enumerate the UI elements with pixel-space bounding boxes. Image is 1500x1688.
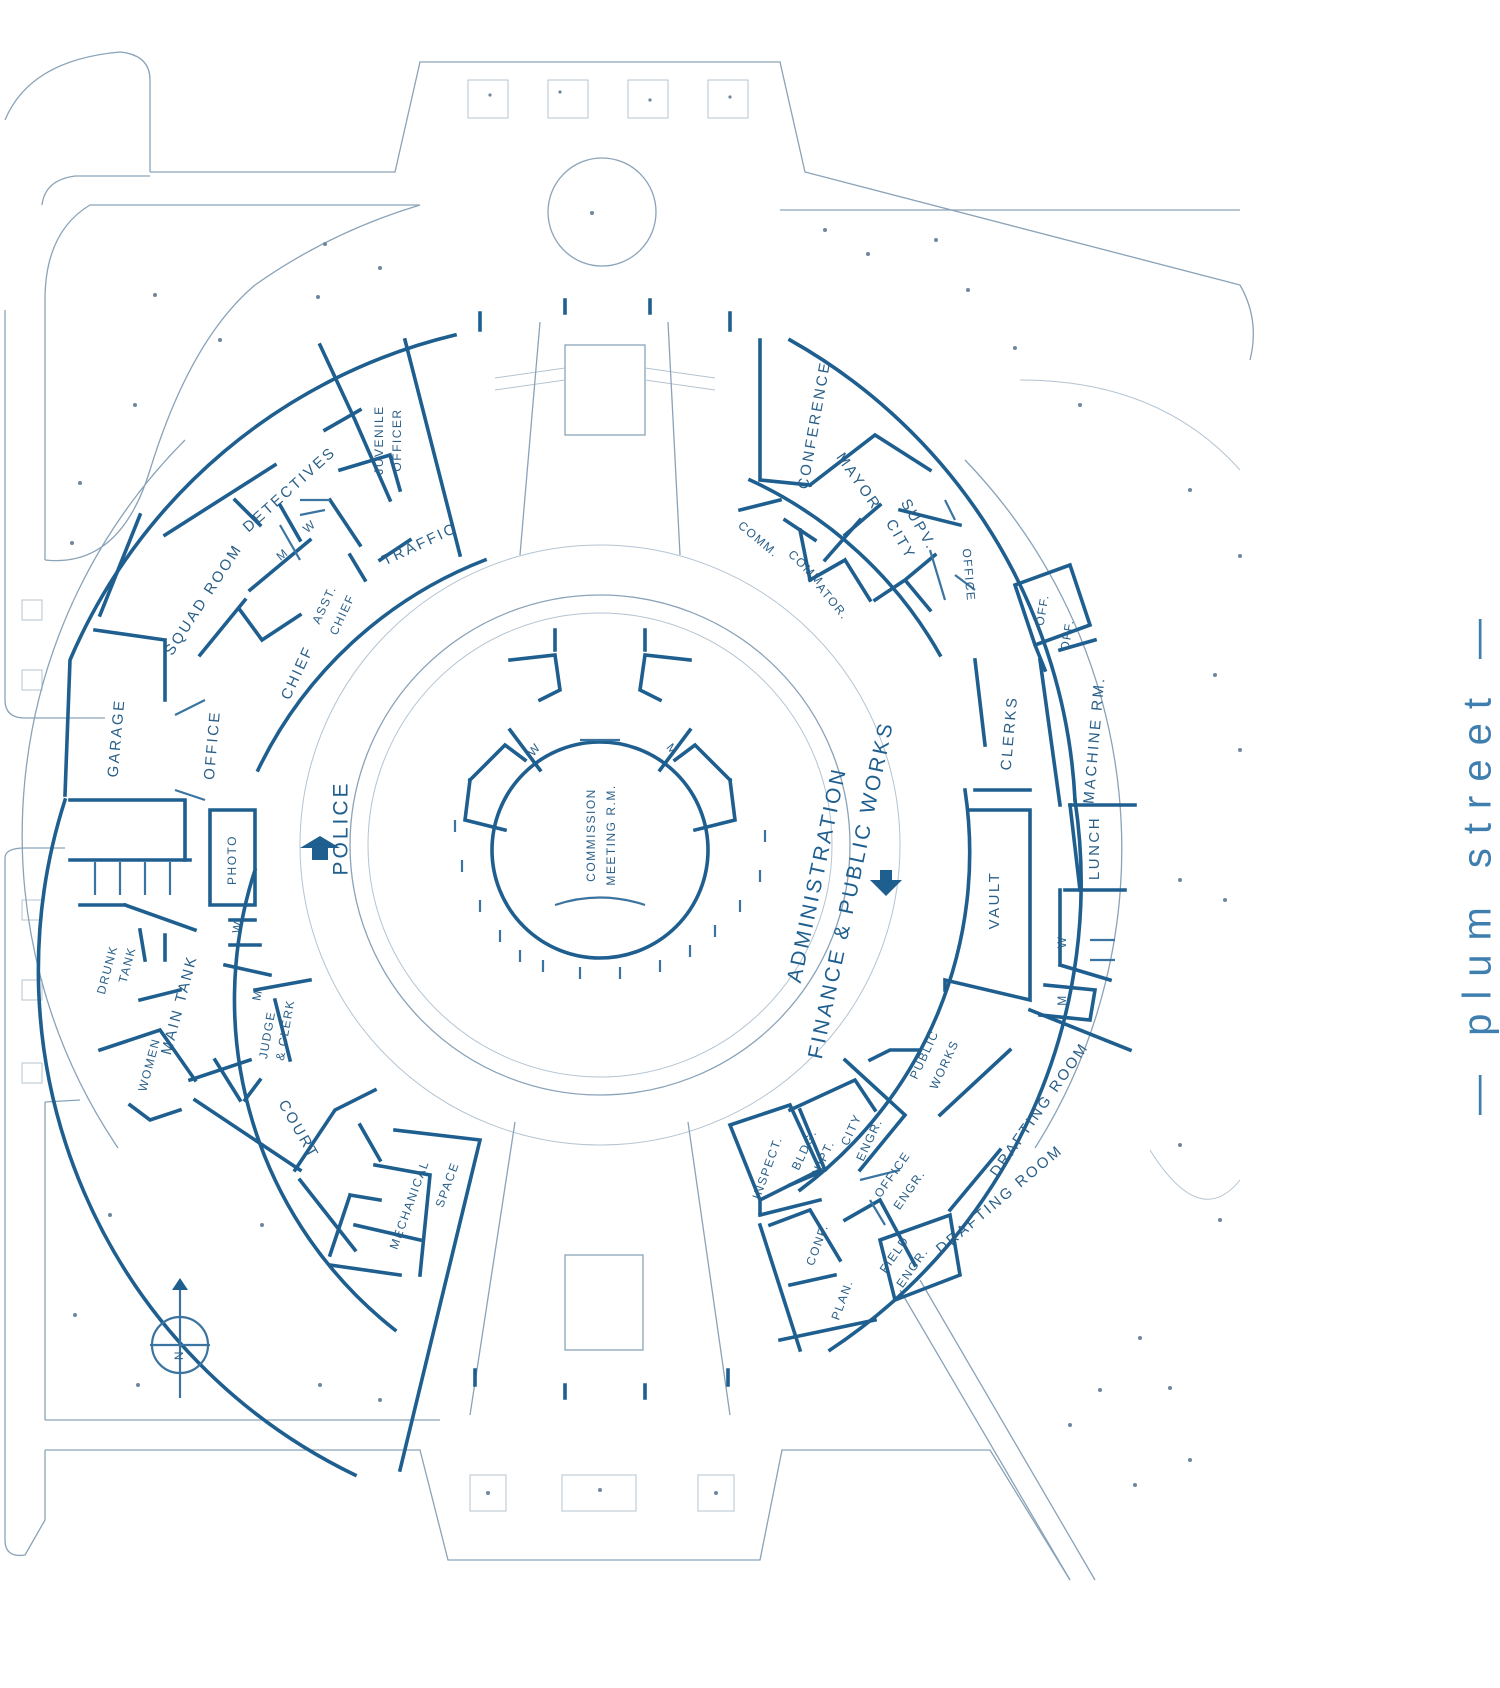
off-label-2: OFF. — [1033, 593, 1052, 627]
juvenile-label-1: JUVENILE — [372, 405, 386, 474]
commission-room — [463, 628, 737, 960]
landscape-dots — [70, 90, 1242, 1495]
mayor-label: MAYOR — [832, 450, 884, 514]
comm-label-1: COMM. — [735, 518, 781, 560]
plan-label: PLAN. — [828, 1278, 856, 1322]
police-entry-arrow — [300, 836, 340, 860]
police-label: POLICE — [330, 780, 353, 875]
garage-label: GARAGE — [105, 698, 129, 778]
admin-wing — [727, 337, 1137, 1353]
vault-label: VAULT — [986, 871, 1003, 930]
north-label: N — [172, 1350, 186, 1360]
w-label-admin: W — [1055, 936, 1069, 949]
ator-label: ATOR. — [813, 580, 851, 622]
police-wing — [36, 332, 488, 1478]
commission-label-1: COMMISSION — [584, 788, 598, 882]
m-label-police-1: M — [274, 545, 292, 563]
m-label-police-2: M — [249, 988, 265, 1002]
off-label-1: OFF. — [1058, 618, 1077, 652]
machine-rm-label: MACHINE RM. — [1080, 675, 1108, 804]
main-tank-label: MAIN TANK — [158, 953, 201, 1057]
m-label-admin: M — [1055, 994, 1069, 1006]
court-label: COURT — [275, 1097, 323, 1162]
traffic-label: TRAFFIC — [380, 520, 460, 570]
room-labels: POLICE ADMINISTRATION FINANCE & PUBLIC W… — [94, 359, 1109, 1322]
plum-street-label: — plum street — — [1456, 605, 1500, 1115]
squad-room-label: SQUAD ROOM — [161, 541, 246, 659]
north-arrow: N — [150, 1278, 210, 1398]
courtyard-ticks — [453, 820, 767, 979]
drunk-tank-label-1: DRUNK — [94, 944, 121, 996]
w-label-police-2: W — [229, 919, 245, 934]
commission-label-2: MEETING R.M. — [604, 784, 618, 885]
admin-entry-arrow — [870, 870, 902, 896]
lunch-label: LUNCH — [1086, 816, 1103, 880]
clerks-label: CLERKS — [998, 695, 1021, 771]
office-police-label: OFFICE — [201, 709, 224, 780]
w-label-police-1: W — [300, 517, 319, 536]
mechanical-label-2: SPACE — [433, 1160, 462, 1209]
women-label: WOMEN — [135, 1036, 163, 1093]
juvenile-label-2: OFFICER — [390, 408, 404, 471]
chief-label: CHIEF — [278, 643, 318, 702]
ring-structure — [21, 298, 1123, 1416]
photo-label: PHOTO — [225, 835, 239, 885]
office-admin-label: OFFICE — [960, 548, 979, 602]
site-outline — [4, 51, 1254, 1581]
conf-label: CONF. — [803, 1222, 831, 1268]
